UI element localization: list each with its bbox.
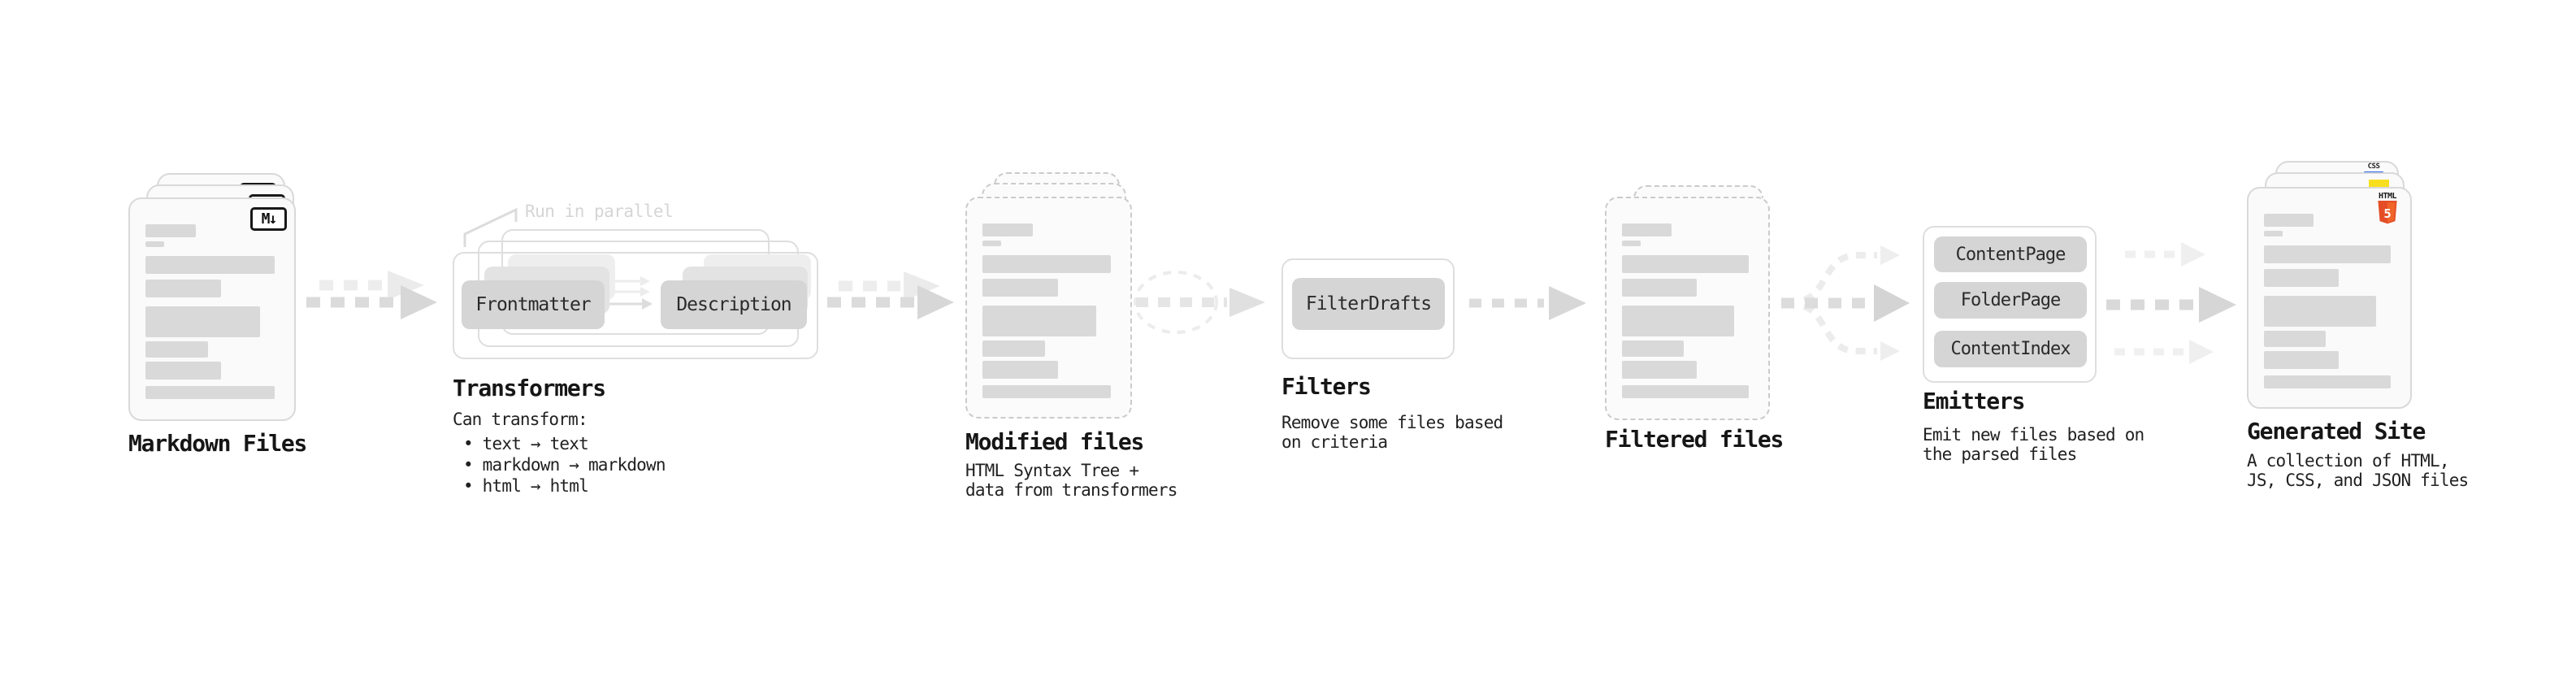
stage-label-markdown-files: Markdown Files bbox=[128, 430, 307, 457]
modified-files-description: HTML Syntax Tree + data from transformer… bbox=[965, 461, 1177, 500]
stage-label-transformers: Transformers bbox=[453, 375, 606, 401]
transformers-description: Can transform: • text → text • markdown … bbox=[453, 409, 666, 497]
arrow-markdown-to-transformers bbox=[306, 271, 437, 319]
text-line-bar bbox=[982, 361, 1058, 379]
text-line-bar bbox=[982, 385, 1112, 398]
stage-label-generated-site: Generated Site bbox=[2247, 418, 2426, 445]
arrow-filters-to-filtered bbox=[1469, 286, 1586, 320]
description-line: Can transform: bbox=[453, 410, 588, 429]
filters-description: Remove some files based on criteria bbox=[1281, 413, 1503, 452]
arrow-filtered-to-emitters bbox=[1781, 245, 1910, 361]
css-icon-label: CSS bbox=[2367, 163, 2380, 171]
text-line-bar bbox=[1622, 306, 1735, 336]
contentpage-pill: ContentPage bbox=[1934, 236, 2087, 272]
text-line-bar bbox=[1622, 340, 1684, 357]
text-line-bar bbox=[145, 241, 164, 247]
filterdrafts-pill: FilterDrafts bbox=[1292, 278, 1445, 330]
description-pill: Description bbox=[661, 280, 807, 329]
filtered-file-card-front bbox=[1605, 197, 1770, 420]
modified-file-card-front bbox=[965, 197, 1132, 419]
markdown-file-card-front: M↓ bbox=[128, 197, 296, 421]
emitters-description: Emit new files based on the parsed files bbox=[1923, 425, 2144, 464]
text-line-bar bbox=[145, 341, 209, 358]
text-line-bar bbox=[1622, 223, 1672, 236]
text-line-bar bbox=[982, 241, 1001, 246]
text-line-placeholders bbox=[982, 223, 1115, 398]
text-line-bar bbox=[145, 280, 222, 297]
description-line: A collection of HTML, bbox=[2247, 451, 2450, 471]
text-line-bar bbox=[2264, 269, 2339, 287]
text-line-placeholders bbox=[145, 224, 279, 399]
text-line-bar bbox=[982, 340, 1045, 357]
text-line-placeholders bbox=[2264, 214, 2395, 388]
text-line-bar bbox=[982, 279, 1058, 297]
transformer-group-box-front bbox=[453, 252, 818, 359]
text-line-bar bbox=[145, 256, 275, 274]
folderpage-pill: FolderPage bbox=[1934, 282, 2087, 319]
html5-icon-label: HTML bbox=[2378, 192, 2397, 201]
text-line-bar bbox=[2264, 214, 2314, 227]
text-line-bar bbox=[1622, 255, 1750, 273]
text-line-bar bbox=[2264, 331, 2326, 347]
stage-label-filtered-files: Filtered files bbox=[1605, 426, 1784, 453]
text-line-bar bbox=[145, 362, 222, 380]
text-line-bar bbox=[1622, 279, 1697, 297]
description-bullet: • html → html bbox=[463, 476, 589, 496]
text-line-bar bbox=[2264, 375, 2392, 388]
text-line-bar bbox=[2264, 245, 2392, 263]
stage-label-filters: Filters bbox=[1281, 373, 1372, 400]
text-line-bar bbox=[982, 223, 1033, 236]
generated-site-description: A collection of HTML, JS, CSS, and JSON … bbox=[2247, 451, 2469, 490]
text-line-bar bbox=[145, 306, 261, 337]
description-line: Emit new files based on bbox=[1923, 425, 2144, 445]
stage-label-modified-files: Modified files bbox=[965, 428, 1144, 455]
text-line-bar bbox=[145, 224, 197, 237]
description-line: JS, CSS, and JSON files bbox=[2247, 470, 2469, 490]
description-bullet: • markdown → markdown bbox=[463, 455, 666, 475]
text-line-bar bbox=[2264, 351, 2339, 369]
svg-text:5: 5 bbox=[2383, 206, 2391, 221]
text-line-bar bbox=[1622, 241, 1641, 246]
description-line: the parsed files bbox=[1923, 444, 2077, 464]
html5-file-icon: HTML 5 bbox=[2374, 192, 2400, 224]
markdown-icon: M↓ bbox=[250, 207, 287, 231]
text-line-bar bbox=[982, 306, 1097, 336]
description-line: on criteria bbox=[1281, 432, 1388, 452]
arrow-transformers-to-modified bbox=[827, 271, 954, 319]
stage-label-emitters: Emitters bbox=[1923, 388, 2025, 414]
run-in-parallel-annotation: Run in parallel bbox=[525, 202, 674, 221]
description-line: HTML Syntax Tree + bbox=[965, 461, 1139, 480]
text-line-bar bbox=[1622, 385, 1750, 398]
text-line-bar bbox=[1622, 361, 1697, 379]
text-line-bar bbox=[2264, 296, 2377, 327]
arrow-emitters-to-generated bbox=[2106, 242, 2236, 364]
html5-shield-icon: 5 bbox=[2378, 201, 2397, 224]
frontmatter-pill: Frontmatter bbox=[462, 280, 605, 329]
text-line-bar bbox=[982, 255, 1112, 273]
text-line-bar bbox=[145, 386, 275, 399]
description-line: data from transformers bbox=[965, 479, 1177, 500]
contentindex-pill: ContentIndex bbox=[1934, 331, 2087, 367]
description-bullet: • text → text bbox=[463, 434, 589, 453]
description-line: Remove some files based bbox=[1281, 413, 1503, 432]
text-line-placeholders bbox=[1622, 223, 1753, 398]
text-line-bar bbox=[2264, 231, 2283, 236]
generated-file-card-front: HTML 5 bbox=[2247, 187, 2412, 409]
arrow-modified-to-filters bbox=[1134, 271, 1265, 334]
